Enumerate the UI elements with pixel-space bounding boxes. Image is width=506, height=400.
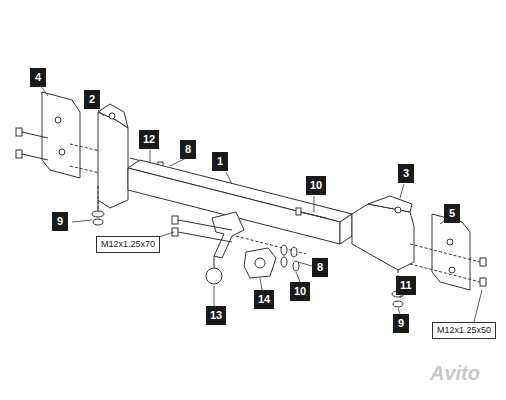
callout-number: 10: [306, 176, 326, 195]
left-plate: [42, 92, 80, 178]
beam-end: [340, 214, 352, 244]
watermark: Avito: [430, 362, 480, 385]
callout-number: 1: [212, 152, 228, 171]
callout-number: 5: [444, 204, 460, 223]
right-plate: [432, 214, 470, 290]
bolt-spec: M12x1.25x50: [432, 322, 496, 339]
callout-number: 11: [396, 276, 416, 295]
left-bracket: [98, 112, 128, 208]
right-bracket: [352, 204, 414, 270]
bolt-spec: M12x1.25x70: [96, 236, 160, 253]
callout-number: 3: [398, 164, 414, 183]
socket-plate: [244, 248, 276, 278]
callout-number: 4: [30, 68, 46, 87]
callout-number: 14: [254, 290, 274, 309]
tow-ball: [206, 268, 222, 284]
callout-number: 8: [312, 258, 328, 277]
callout-number: 8: [180, 140, 196, 159]
hole: [55, 117, 61, 123]
hole: [59, 149, 65, 155]
ball-mount: [212, 212, 244, 258]
callout-number: 10: [290, 282, 310, 301]
callout-number: 9: [393, 314, 409, 333]
callout-number: 9: [52, 212, 68, 231]
callout-number: 13: [206, 306, 226, 325]
bracket-top: [98, 104, 128, 128]
callout-number: 12: [139, 130, 159, 149]
callout-number: 2: [84, 90, 100, 109]
